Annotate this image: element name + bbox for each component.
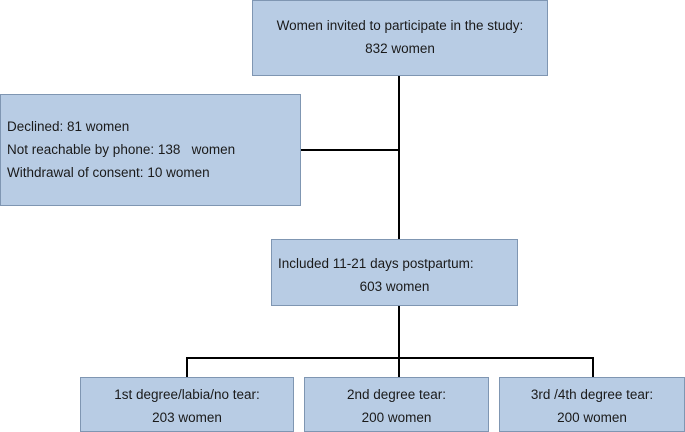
invited-title: Women invited to participate in the stud… [276, 18, 524, 33]
group-label: 2nd degree tear: [346, 387, 447, 402]
connector-group-bar [186, 357, 594, 359]
included-count: 603 women [359, 279, 430, 294]
connector-to-group-2 [398, 357, 400, 377]
connector-to-group-3 [592, 357, 594, 377]
excluded-declined: Declined: 81 women [7, 119, 130, 134]
group-count: 200 women [361, 410, 432, 425]
connector-included-down [398, 306, 400, 358]
invited-count: 832 women [365, 41, 435, 56]
group-count: 203 women [152, 410, 222, 425]
group-box-3rd-4th-degree: 3rd /4th degree tear: 200 women [499, 377, 685, 432]
group-label: 3rd /4th degree tear: [530, 387, 654, 402]
included-title: Included 11-21 days postpartum: [278, 256, 474, 271]
excluded-withdrawal: Withdrawal of consent: 10 women [7, 165, 210, 180]
connector-invited-to-included [398, 76, 400, 239]
invited-box: Women invited to participate in the stud… [252, 0, 548, 76]
group-label: 1st degree/labia/no tear: [114, 387, 260, 402]
group-box-1st-degree: 1st degree/labia/no tear: 203 women [80, 377, 294, 432]
excluded-box: Declined: 81 women Not reachable by phon… [0, 94, 301, 206]
connector-to-group-1 [186, 357, 188, 377]
excluded-not-reachable: Not reachable by phone: 138 women [7, 142, 236, 157]
included-box: Included 11-21 days postpartum: 603 wome… [271, 239, 518, 306]
connector-to-excluded [301, 149, 399, 151]
group-box-2nd-degree: 2nd degree tear: 200 women [304, 377, 489, 432]
group-count: 200 women [557, 410, 627, 425]
